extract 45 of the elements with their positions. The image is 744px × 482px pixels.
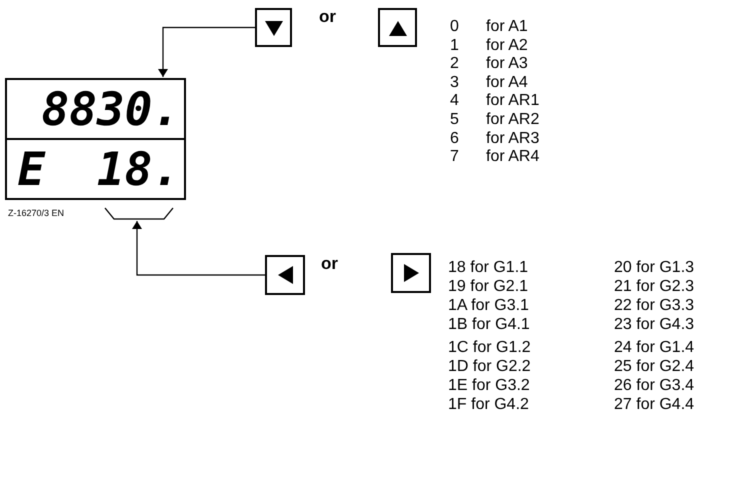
code-number: 4: [450, 91, 459, 112]
code-number: 6: [450, 128, 459, 149]
code-number: 2: [450, 54, 459, 74]
code-entry: 26 for G3.4: [614, 376, 694, 396]
code-entry: 24 for G1.4: [614, 338, 694, 358]
bracket: [104, 207, 174, 220]
code-entry: 20 for G1.3: [614, 258, 694, 278]
display-panel: [5, 78, 186, 200]
code-entry: 1C for G1.2: [448, 338, 531, 358]
code-entry: 1E for G3.2: [448, 376, 530, 396]
figure-reference: Z-16270/3 EN: [8, 207, 64, 220]
code-number: 1: [450, 36, 459, 56]
code-entry: 22 for G3.3: [614, 296, 694, 316]
code-entry: 21 for G2.3: [614, 277, 694, 297]
code-entry: 19 for G2.1: [448, 277, 528, 297]
code-description: for AR4: [486, 147, 540, 168]
arrow: [132, 221, 265, 276]
segment-readout: 8830.: [40, 81, 181, 138]
key-button: [391, 253, 431, 293]
code-description: for A1: [486, 17, 528, 37]
segment-readout: E 18.: [7, 138, 184, 198]
code-number: 0: [450, 17, 459, 37]
code-entry: 1A for G3.1: [448, 296, 529, 316]
or-label: or: [319, 6, 336, 28]
code-entry: 23 for G4.3: [614, 315, 694, 335]
code-description: for A3: [486, 54, 528, 74]
key-button: [265, 255, 305, 295]
key-button: [255, 8, 292, 47]
code-entry: 1F for G4.2: [448, 395, 529, 415]
key-button: [378, 8, 417, 47]
code-entry: 27 for G4.4: [614, 395, 694, 415]
code-description: for AR3: [486, 128, 540, 149]
code-entry: 1D for G2.2: [448, 357, 531, 377]
or-label: or: [321, 253, 338, 275]
code-number: 3: [450, 72, 459, 93]
code-number: 7: [450, 147, 459, 168]
code-description: for AR2: [486, 110, 540, 130]
code-entry: 1B for G4.1: [448, 315, 530, 335]
code-description: for AR1: [486, 91, 540, 112]
arrow: [158, 26, 255, 77]
code-entry: 18 for G1.1: [448, 258, 528, 278]
code-description: for A4: [486, 72, 528, 93]
code-entry: 25 for G2.4: [614, 357, 694, 377]
code-number: 5: [450, 110, 459, 130]
code-description: for A2: [486, 36, 528, 56]
